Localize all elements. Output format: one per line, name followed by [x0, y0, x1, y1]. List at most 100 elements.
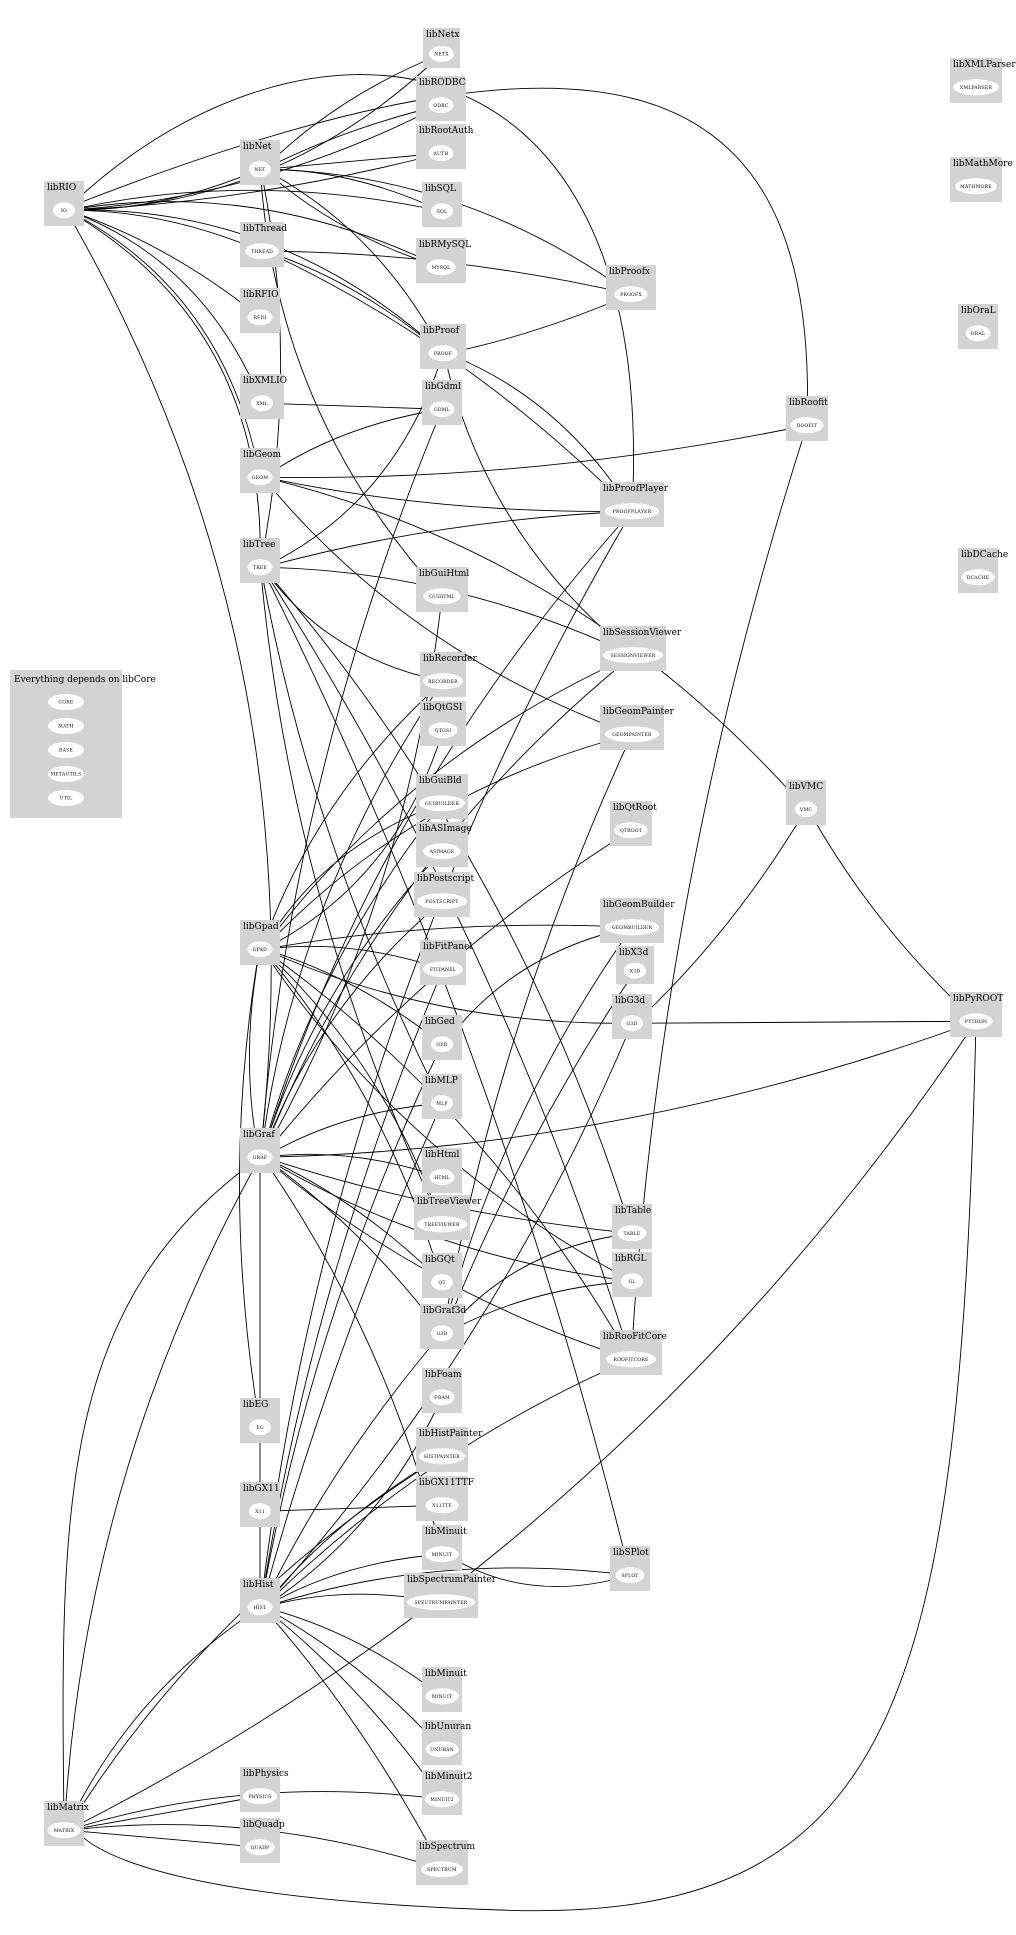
node-physics[interactable]: PHYSICS [243, 1788, 277, 1805]
node-quadp[interactable]: QUADP [245, 1839, 275, 1856]
node-rfio[interactable]: RFIO [247, 309, 273, 326]
cluster-label: libGeomBuilder [603, 900, 675, 910]
node-roofit[interactable]: ROOFIT [790, 417, 824, 434]
node-auth[interactable]: AUTH [428, 145, 454, 162]
node-proofplayer[interactable]: PROOFPLAYER [604, 503, 660, 520]
node-unuran[interactable]: UNURAN [425, 1741, 459, 1758]
node-python[interactable]: PYTHON [959, 1013, 993, 1030]
node-foam[interactable]: FOAM [429, 1389, 455, 1406]
node-proofx[interactable]: PROOFX [614, 286, 648, 303]
dependency-edge [270, 730, 444, 946]
node-x3d[interactable]: X3D [624, 962, 646, 979]
node-qtgsi[interactable]: QTGSI [428, 722, 458, 739]
node-proof[interactable]: PROOF [428, 345, 458, 362]
node-ged[interactable]: GED [431, 1036, 453, 1053]
node-dcache[interactable]: DCACHE [961, 569, 995, 586]
node-metautils[interactable]: METAUTILS [48, 766, 84, 782]
node-table[interactable]: TABLE [617, 1225, 647, 1242]
cluster-label: libGeom [243, 450, 281, 460]
node-spectrum[interactable]: SPECTRUM [421, 1861, 463, 1878]
node-gpad[interactable]: GPAD [247, 941, 273, 958]
dependency-edge [262, 850, 443, 1151]
node-sessionviewer[interactable]: SESSIONVIEWER [603, 647, 663, 664]
node-vmc[interactable]: VMC [795, 801, 817, 818]
dependency-edge [266, 802, 443, 943]
node-mysql[interactable]: MYSQL [426, 259, 456, 276]
cluster-core: Everything depends on libCoreCOREMATHBAS… [10, 670, 156, 818]
cluster-label: libNet [243, 142, 272, 152]
node-sql[interactable]: SQL [431, 203, 453, 220]
dependency-edge [75, 201, 442, 268]
node-fitpanel[interactable]: FITPANEL [423, 961, 463, 978]
node-histpainter[interactable]: HISTPAINTER [419, 1448, 465, 1465]
node-hist[interactable]: HIST [247, 1599, 273, 1616]
node-base[interactable]: BASE [48, 742, 84, 758]
node-xmlparser[interactable]: XMLPARSER [953, 79, 999, 96]
cluster-label: libQtRoot [613, 803, 657, 813]
dependency-edge [445, 970, 636, 1327]
node-guibuilder[interactable]: GUIBUILDER [419, 795, 465, 812]
node-x11ttf[interactable]: X11TTF [425, 1497, 459, 1514]
node-minuit[interactable]: MINUIT [425, 1546, 459, 1563]
node-io[interactable]: IO [53, 202, 75, 219]
node-postscript[interactable]: POSTSCRIPT [417, 893, 467, 910]
node-minuit2[interactable]: MINUIT2 [425, 1791, 459, 1808]
node-label: SPECTRUM [427, 1867, 457, 1873]
node-treeviewer[interactable]: TREEVIEWER [417, 1216, 467, 1233]
node-odbc[interactable]: ODBC [428, 97, 454, 114]
dependency-edge [449, 1232, 633, 1328]
node-graf[interactable]: GRAF [247, 1149, 273, 1166]
edges [61, 53, 977, 1912]
node-matrix[interactable]: MATRIX [47, 1822, 81, 1839]
node-mathmore[interactable]: MATHMORE [955, 178, 997, 195]
node-geom[interactable]: GEOM [247, 469, 273, 486]
node-spectrumpainter[interactable]: SPECTRUMPAINTER [407, 1594, 475, 1611]
node-splot[interactable]: SPLOT [615, 1567, 645, 1584]
node-mlp[interactable]: MLP [431, 1095, 453, 1112]
dependency-edge [452, 1280, 633, 1331]
cluster-label: libRooFitCore [603, 1332, 667, 1342]
node-eg[interactable]: EG [249, 1419, 271, 1436]
node-asimage[interactable]: ASIMAGE [423, 843, 461, 860]
node-oral[interactable]: ORAL [965, 325, 991, 342]
node-label: HIST [254, 1605, 268, 1611]
node-geompainter[interactable]: GEOMPAINTER [604, 726, 660, 743]
node-math[interactable]: MATH [48, 718, 84, 734]
node-thread[interactable]: THREAD [245, 243, 279, 260]
node-net[interactable]: NET [249, 161, 271, 178]
node-xml[interactable]: XML [251, 395, 273, 412]
node-gdml[interactable]: GDML [429, 401, 455, 418]
node-minuit[interactable]: MINUIT [425, 1688, 459, 1705]
node-qt[interactable]: QT [431, 1274, 453, 1291]
dependency-edge [271, 477, 807, 810]
node-html[interactable]: HTML [429, 1169, 455, 1186]
node-label: METAUTILS [51, 772, 82, 778]
node-netx[interactable]: NETX [429, 46, 454, 62]
node-util[interactable]: UTIL [48, 790, 84, 806]
node-qtroot[interactable]: QTROOT [614, 822, 648, 839]
node-geombuilder[interactable]: GEOMBUILDER [604, 919, 660, 936]
cluster-label: libQtGSI [423, 703, 463, 713]
node-guihtml[interactable]: GUIHTML [423, 588, 461, 605]
node-g3d[interactable]: G3D [431, 1325, 453, 1342]
node-x11[interactable]: X11 [249, 1503, 271, 1520]
cluster-label: libProof [423, 326, 460, 336]
node-roofitcore[interactable]: ROOFITCORE [606, 1351, 656, 1368]
node-gl[interactable]: GL [621, 1273, 643, 1290]
node-tree[interactable]: TREE [247, 559, 273, 576]
dependency-edge [273, 400, 443, 410]
dependency-edge [259, 511, 633, 1600]
dependency-edge [263, 680, 444, 943]
dependency-edge [70, 1455, 443, 1824]
node-g3d[interactable]: G3D [621, 1015, 643, 1032]
node-core[interactable]: CORE [48, 694, 84, 710]
node-recorder[interactable]: RECORDER [423, 673, 463, 690]
